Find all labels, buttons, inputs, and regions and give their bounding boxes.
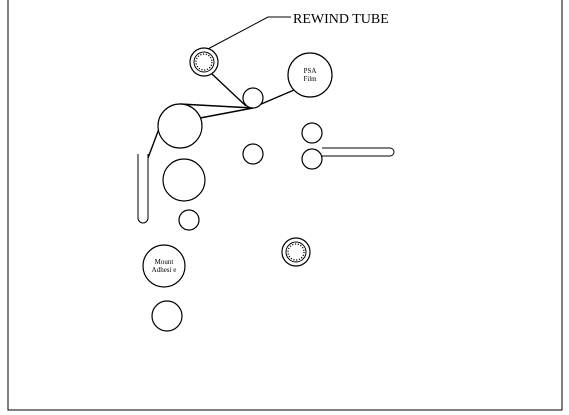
small-roller-right-upper [301, 122, 323, 144]
web-line-rewind-to-idler [211, 73, 247, 107]
rewind-tube-roll [189, 47, 219, 77]
mount-adhesive-label-line2: Adhesi e [152, 266, 177, 274]
mount-adhesive-roll: Mount Adhesi e [142, 244, 186, 288]
large-roller-upper [157, 103, 203, 149]
idler-roller-top [242, 87, 264, 109]
right-guide-slot [322, 147, 395, 157]
diagram-frame [7, 0, 563, 411]
psa-film-label-line1: PSA [304, 67, 317, 75]
web-line-to-left-guide [147, 125, 161, 159]
mount-adhesive-label-line1: Mount [155, 258, 174, 266]
small-roller-right-lower [301, 148, 323, 170]
core-roll-lower-right [281, 237, 311, 267]
small-roller-left-lower [178, 209, 200, 231]
rewind-tube-leader-line [205, 16, 291, 51]
web-line-big-roller-lower [199, 107, 254, 119]
left-guide-slot [137, 154, 149, 224]
psa-film-roll: PSA Film [287, 52, 333, 98]
web-line-big-roller-top [179, 103, 254, 109]
rewind-tube-label: REWIND TUBE [293, 12, 389, 27]
bottom-roller [151, 300, 183, 332]
psa-film-label-line2: Film [303, 75, 317, 83]
small-roller-center [242, 143, 264, 165]
large-roller-middle [162, 158, 206, 202]
